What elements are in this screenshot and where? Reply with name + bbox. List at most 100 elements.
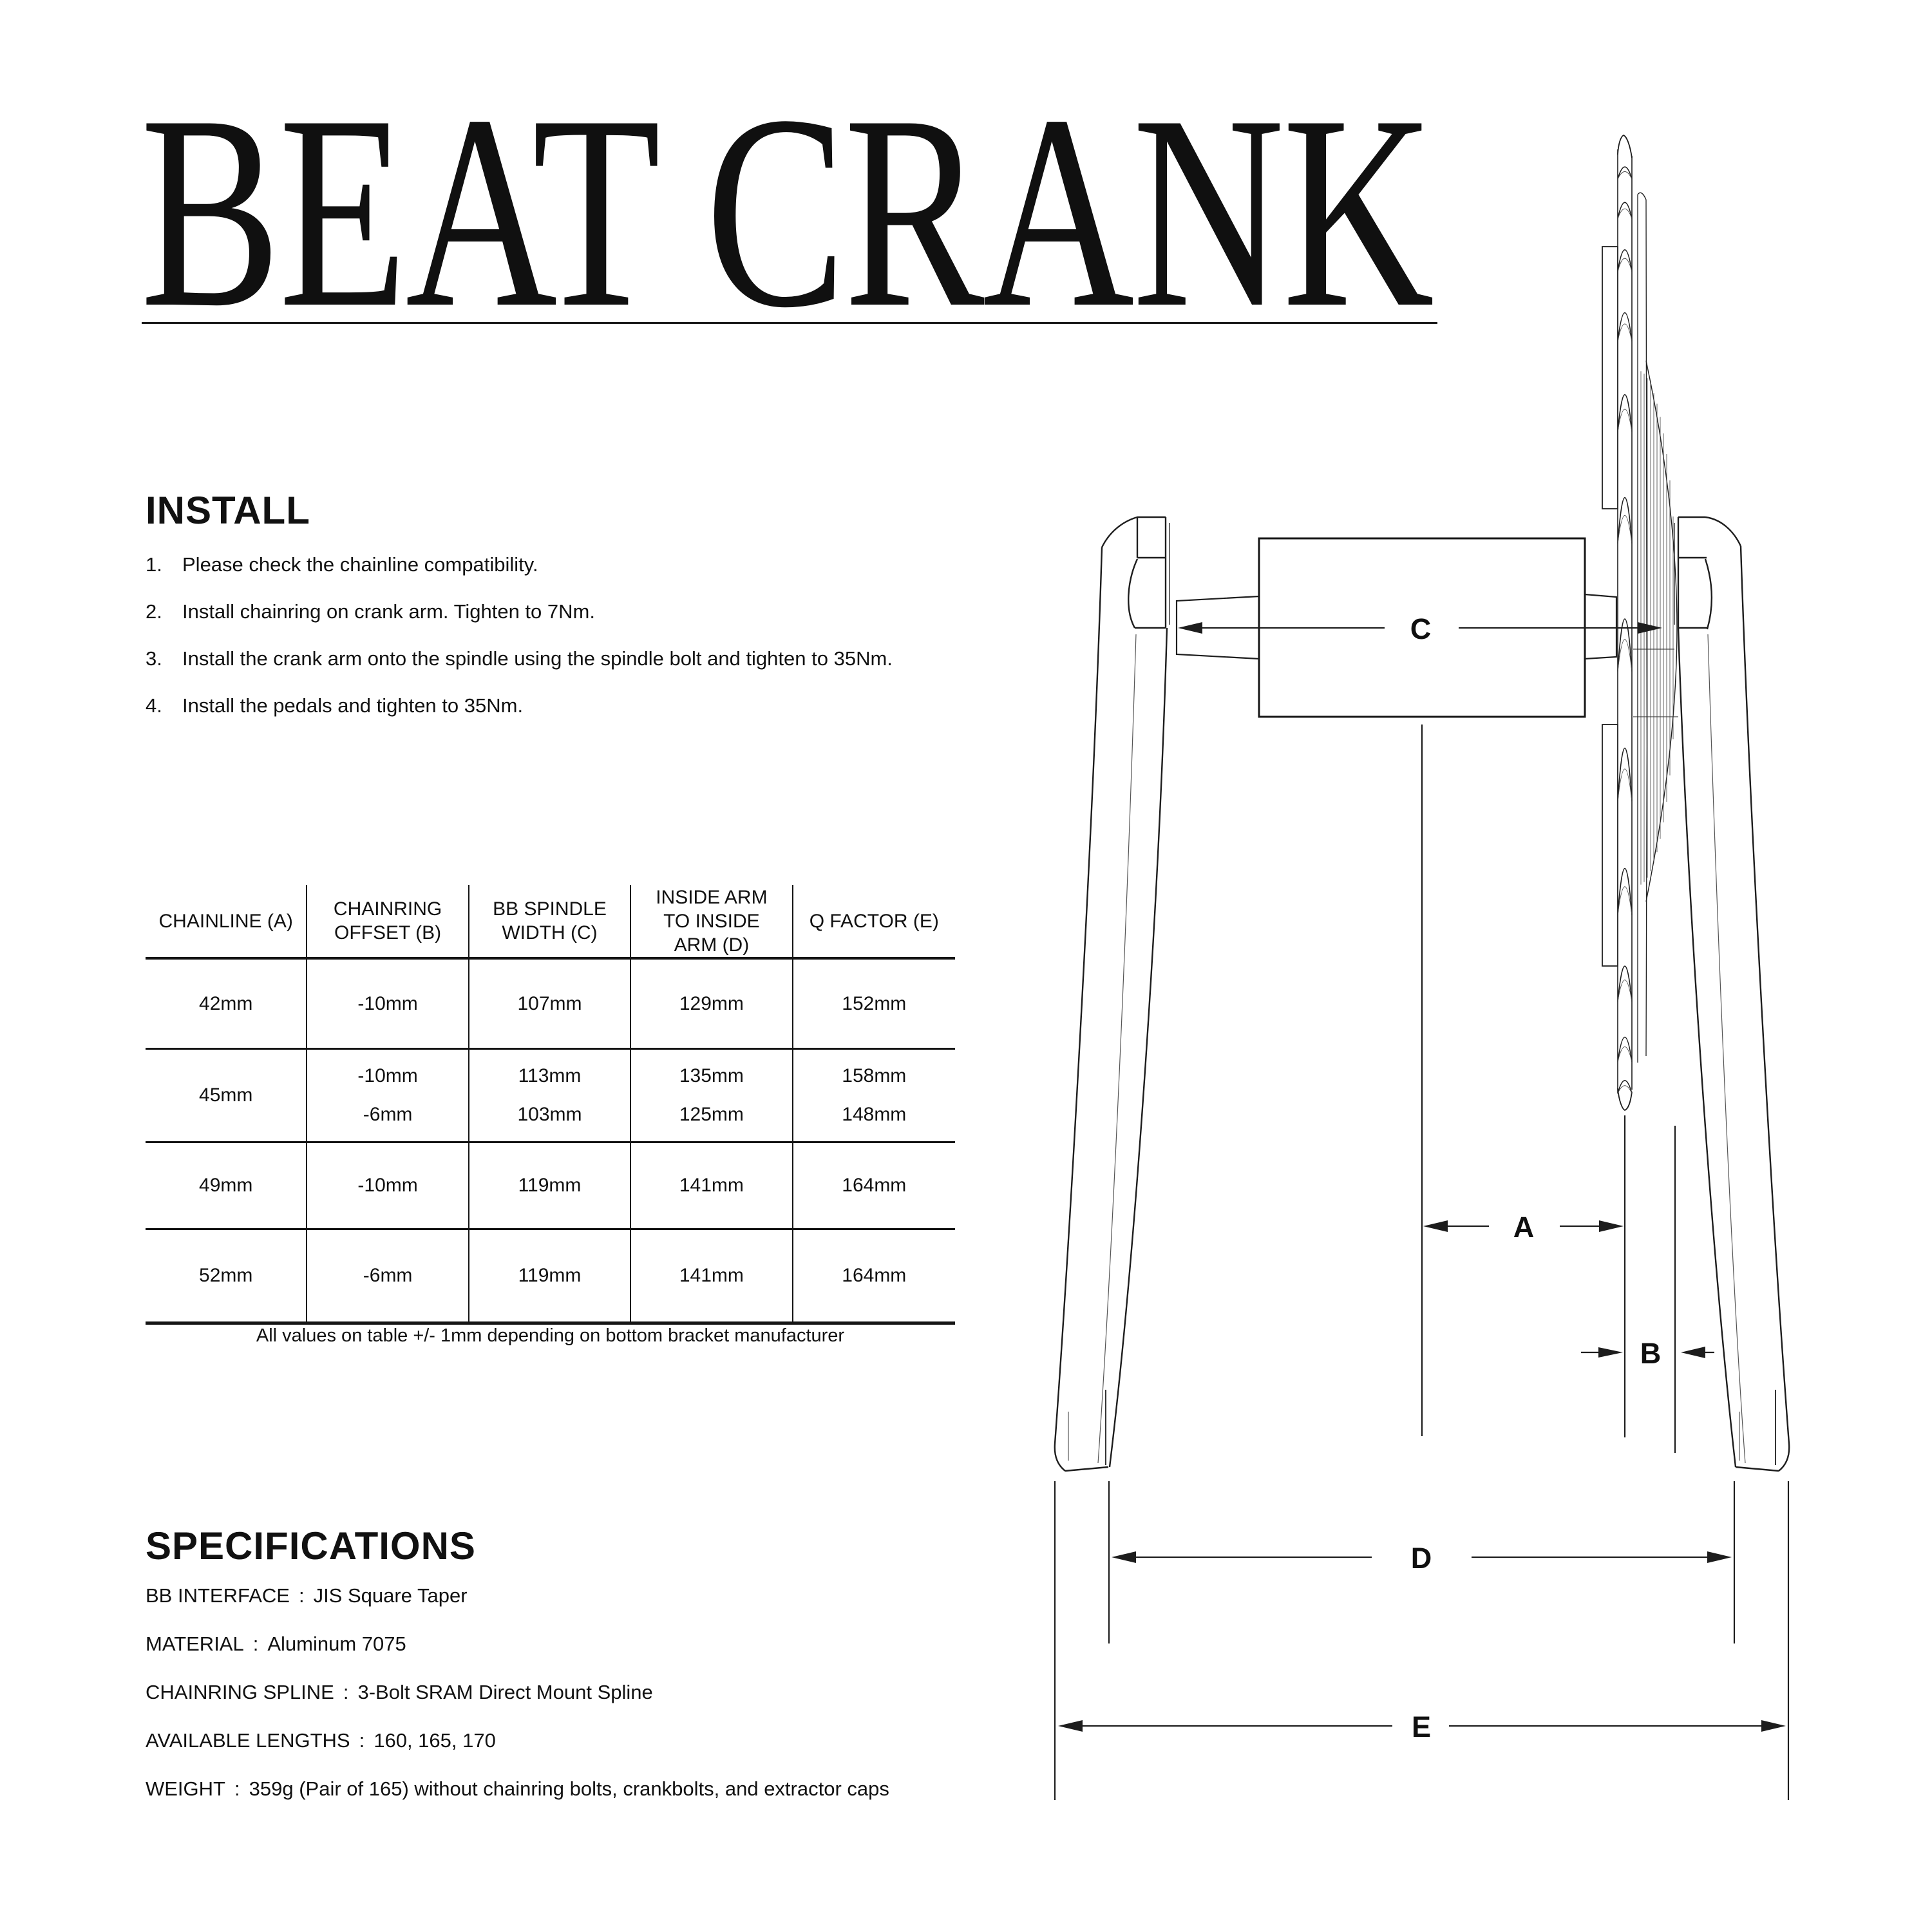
table-value: 152mm xyxy=(842,992,907,1014)
spec-value: 160, 165, 170 xyxy=(374,1729,496,1752)
chainring-detail xyxy=(1617,171,1633,180)
chainring-detail xyxy=(1617,768,1633,802)
table-value: -10mm xyxy=(357,1175,418,1196)
spec-value: JIS Square Taper xyxy=(313,1584,468,1607)
table-cell: 164mm xyxy=(793,1143,955,1230)
step-number: 4. xyxy=(146,694,162,717)
table-value: 141mm xyxy=(679,1175,744,1196)
spec-item: BB INTERFACE:JIS Square Taper xyxy=(146,1571,889,1620)
chainring-detail xyxy=(1617,394,1633,432)
chainring-teeth xyxy=(1617,166,1633,1094)
left-crank-arm xyxy=(1054,516,1170,1472)
chainring-detail xyxy=(1617,312,1633,342)
table-cell: 119mm xyxy=(469,1143,632,1230)
spec-separator: : xyxy=(343,1681,349,1703)
chainring-dish xyxy=(1645,360,1678,902)
table-value: -10mm xyxy=(357,992,418,1014)
dimension-lines xyxy=(1054,627,1790,1800)
spec-item: MATERIAL:Aluminum 7075 xyxy=(146,1620,889,1668)
table-value: -10mm xyxy=(357,1065,418,1086)
table-header-cell: CHAINRING OFFSET (B) xyxy=(307,885,469,960)
install-step: 1.Please check the chainline compatibili… xyxy=(146,541,893,588)
table-value: 129mm xyxy=(679,992,744,1014)
spec-separator: : xyxy=(298,1584,305,1607)
chainring-detail xyxy=(1617,1037,1633,1062)
table-value: 42mm xyxy=(199,992,253,1014)
table-cell: 42mm xyxy=(146,960,308,1050)
spec-label: CHAINRING SPLINE xyxy=(146,1681,334,1703)
step-number: 2. xyxy=(146,600,162,623)
chainring-detail xyxy=(1617,1085,1633,1094)
table-value: 164mm xyxy=(842,1175,907,1196)
page-title: BEAT CRANK xyxy=(140,59,1434,365)
table-note: All values on table +/- 1mm depending on… xyxy=(256,1325,845,1346)
chainring-detail xyxy=(1617,747,1633,802)
table-cell: 45mm xyxy=(146,1050,308,1143)
chainring-detail xyxy=(1617,202,1633,219)
table-cell: -6mm xyxy=(307,1230,469,1325)
spec-value: 3-Bolt SRAM Direct Mount Spline xyxy=(357,1681,653,1703)
table-header-cell: Q FACTOR (E) xyxy=(793,885,955,960)
step-text: Install chainring on crank arm. Tighten … xyxy=(182,600,595,623)
spec-value: 359g (Pair of 165) without chainring bol… xyxy=(249,1777,889,1800)
chainring-detail xyxy=(1617,409,1633,432)
table-value: 135mm xyxy=(679,1065,744,1086)
chainring-detail xyxy=(1617,166,1633,180)
right-crank-arm xyxy=(1674,516,1790,1472)
direct-mount-tab xyxy=(1602,246,1618,509)
spec-separator: : xyxy=(234,1777,240,1800)
spec-label: MATERIAL xyxy=(146,1633,244,1655)
table-header-cell: BB SPINDLE WIDTH (C) xyxy=(469,885,632,960)
chainring-detail xyxy=(1617,515,1633,544)
spec-item: CHAINRING SPLINE:3-Bolt SRAM Direct Moun… xyxy=(146,1668,889,1716)
chainring-detail xyxy=(1617,618,1633,672)
table-cell: -10mm -6mm xyxy=(307,1050,469,1143)
specifications-heading: SPECIFICATIONS xyxy=(146,1524,476,1567)
chainline-spec-table: CHAINLINE (A)CHAINRING OFFSET (B)BB SPIN… xyxy=(146,885,955,1325)
spec-separator: : xyxy=(252,1633,259,1655)
spec-label: WEIGHT xyxy=(146,1777,225,1800)
spec-label: AVAILABLE LENGTHS xyxy=(146,1729,350,1752)
table-header-cell: INSIDE ARM TO INSIDE ARM (D) xyxy=(631,885,793,960)
direct-mount-tab xyxy=(1602,724,1618,967)
chainring-detail xyxy=(1617,980,1633,1002)
install-heading: INSTALL xyxy=(146,489,310,532)
table-value: -6mm xyxy=(363,1104,413,1125)
chainring-detail xyxy=(1617,965,1633,1002)
table-value: 103mm xyxy=(517,1104,582,1125)
chainring-detail xyxy=(1617,249,1633,272)
table-value: 158mm xyxy=(842,1065,907,1086)
table-value: 107mm xyxy=(517,992,582,1014)
crank-technical-drawing: C A B D E xyxy=(1054,135,1790,1800)
spec-separator: : xyxy=(359,1729,365,1752)
install-step: 3.Install the crank arm onto the spindle… xyxy=(146,635,893,682)
chainring-detail xyxy=(1617,208,1633,219)
table-value: 45mm xyxy=(199,1084,253,1106)
install-steps: 1.Please check the chainline compatibili… xyxy=(146,541,893,729)
step-text: Install the crank arm onto the spindle u… xyxy=(182,647,893,670)
chainring-detail xyxy=(1617,639,1633,672)
table-value: 52mm xyxy=(199,1265,253,1286)
install-step: 2. Install chainring on crank arm. Tighte… xyxy=(146,588,893,635)
table-cell: 141mm xyxy=(631,1143,793,1230)
dimension-labels: C A B D E xyxy=(1410,612,1662,1743)
table-cell: 152mm xyxy=(793,960,955,1050)
table-cell: 164mm xyxy=(793,1230,955,1325)
table-value: -6mm xyxy=(363,1265,413,1286)
chainring-detail xyxy=(1617,868,1633,915)
dim-label-e: E xyxy=(1412,1710,1431,1743)
install-step: 4.Install the pedals and tighten to 35Nm… xyxy=(146,682,893,729)
table-cell: 158mm 148mm xyxy=(793,1050,955,1143)
table-value: 49mm xyxy=(199,1175,253,1196)
table-cell: 119mm xyxy=(469,1230,632,1325)
chainring-detail xyxy=(1617,1046,1633,1062)
table-value: 148mm xyxy=(842,1104,907,1125)
chainring-detail xyxy=(1617,258,1633,272)
table-cell: 52mm xyxy=(146,1230,308,1325)
chainring-detail xyxy=(1617,323,1633,342)
step-number: 1. xyxy=(146,553,162,576)
